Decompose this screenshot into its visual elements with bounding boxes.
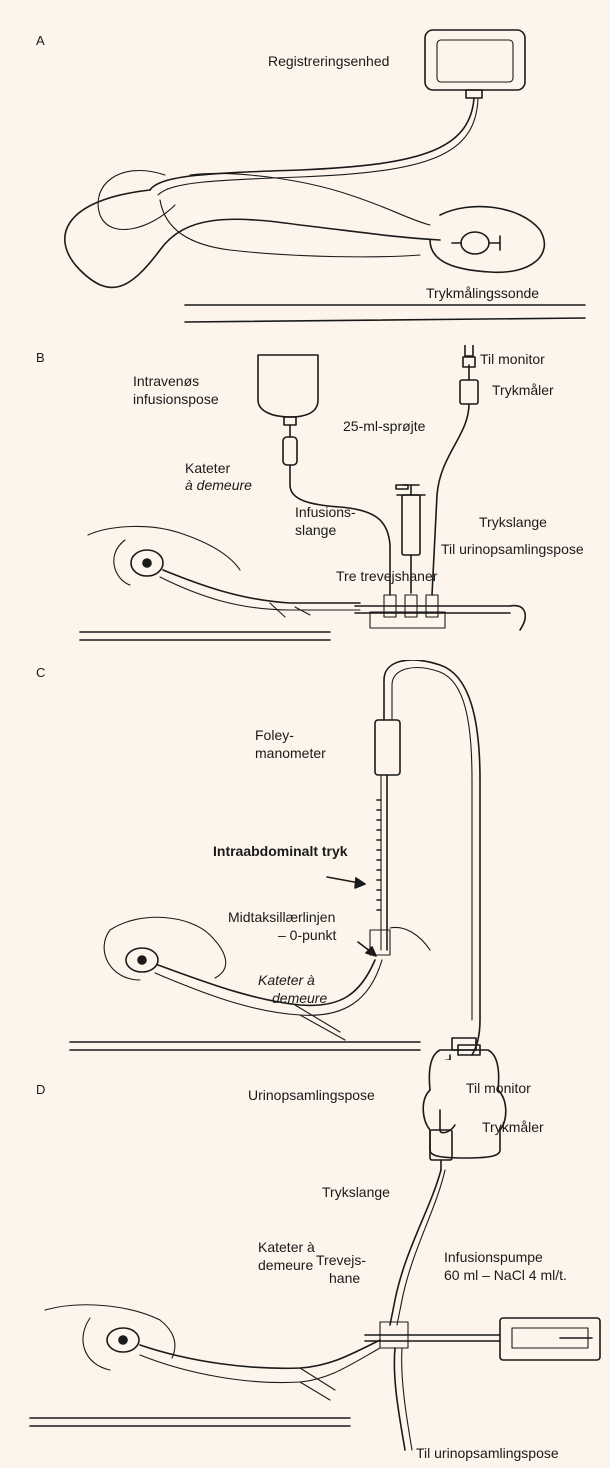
- to-monitor-label-b: Til monitor: [480, 350, 545, 368]
- three-way-label-d-1: Trevejs-: [316, 1251, 366, 1269]
- infusion-tube-label-1: Infusions-: [295, 503, 356, 521]
- panel-c: C Foley- manometer Intraabdominalt tryk …: [0, 660, 610, 1060]
- syringe-label: 25-ml-sprøjte: [343, 417, 425, 435]
- iv-bag-label-1: Intravenøs: [133, 372, 199, 390]
- catheter-label-b-2: à demeure: [185, 476, 252, 494]
- pressure-tube-label-b: Trykslange: [479, 513, 547, 531]
- midaxillary-label-2: – 0-punkt: [278, 926, 336, 944]
- foley-label-2: manometer: [255, 744, 326, 762]
- panel-d-letter: D: [36, 1082, 45, 1097]
- syringe: [402, 495, 420, 555]
- catheter-label-b-1: Kateter: [185, 459, 230, 477]
- manometer-scale: [377, 800, 381, 910]
- recorder-device: [425, 30, 525, 90]
- pressure-gauge-label-b: Trykmåler: [492, 381, 554, 399]
- pressure-gauge-label-d: Trykmåler: [482, 1118, 544, 1136]
- panel-a-letter: A: [36, 33, 45, 48]
- three-way-label-d-2: hane: [329, 1269, 360, 1287]
- panel-a: A Registreringsenhed Trykmålingssonde: [0, 0, 610, 350]
- midaxillary-label-1: Midtaksillærlinjen: [228, 908, 335, 926]
- to-urine-bag-label-d: Til urinopsamlingspose: [416, 1444, 559, 1462]
- iap-label: Intraabdominalt tryk: [213, 842, 348, 860]
- pressure-transducer: [460, 380, 478, 404]
- foley-manometer: [375, 720, 400, 775]
- probe-label: Trykmålingssonde: [426, 284, 539, 302]
- panel-b-letter: B: [36, 350, 45, 365]
- pump-label-2: 60 ml – NaCl 4 ml/t.: [444, 1266, 567, 1284]
- iv-bag-label-2: infusionspose: [133, 390, 219, 408]
- catheter-label-d-2: demeure: [258, 1256, 313, 1274]
- infusion-pump: [500, 1318, 600, 1360]
- pressure-tube-label-d: Trykslange: [322, 1183, 390, 1201]
- catheter-label-c-2: demeure: [272, 989, 327, 1007]
- panel-b: B Intravenøs infusionspose Til monitor T…: [0, 345, 610, 660]
- probe-balloon: [461, 232, 489, 254]
- foley-label-1: Foley-: [255, 726, 294, 744]
- iv-bag: [258, 355, 318, 417]
- catheter-label-c-1: Kateter à: [258, 971, 315, 989]
- pressure-transducer-d: [430, 1130, 452, 1160]
- panel-c-letter: C: [36, 665, 45, 680]
- panel-d-drawing: [0, 1100, 610, 1468]
- three-way-label-b: Tre trevejshaner: [336, 567, 437, 585]
- catheter-label-d-1: Kateter à: [258, 1238, 315, 1256]
- panel-d: D Til monitor Trykmåler Trykslange Katet…: [0, 1100, 610, 1468]
- recorder-label: Registreringsenhed: [268, 52, 389, 70]
- infusion-tube-label-2: slange: [295, 521, 336, 539]
- to-monitor-label-d: Til monitor: [466, 1079, 531, 1097]
- to-urine-bag-label-b: Til urinopsamlingspose: [441, 540, 584, 558]
- pump-label-1: Infusionspumpe: [444, 1248, 543, 1266]
